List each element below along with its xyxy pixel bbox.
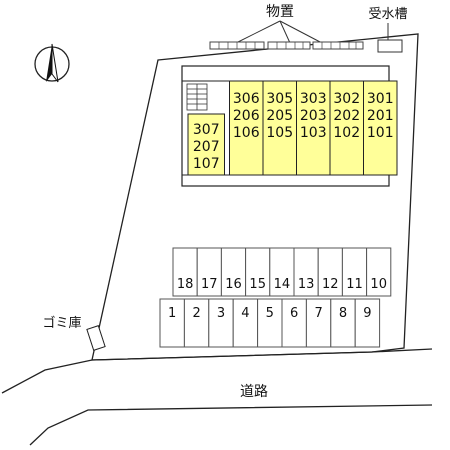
unit-number: 205 [266,108,293,124]
storage-pointer-lines [235,20,323,44]
parking-number: 13 [298,277,315,292]
unit-number: 306 [233,91,260,107]
garbage-storage [86,325,106,351]
parking-number: 16 [225,277,242,292]
parking-number: 12 [322,277,339,292]
water-tank-label: 受水槽 [368,7,407,22]
parking-space: 10 [366,247,392,297]
parking-number: 17 [201,277,218,292]
apartment-building: 3072071073062061063052051053032031033022… [181,65,398,187]
parking-number: 4 [241,306,249,321]
unit-number: 102 [333,125,360,141]
unit-number: 305 [266,91,293,107]
parking-space: 4 [232,298,259,348]
unit-number: 206 [233,108,260,124]
road-edge-north [1,348,433,394]
parking-front-row: 1 2 3 4 5 6 7 8 9 [159,298,381,348]
unit-number: 307 [193,122,220,138]
unit-number: 101 [367,125,394,141]
parking-number: 7 [314,306,322,321]
unit-number: 203 [300,108,327,124]
parking-space: 7 [305,298,332,348]
unit-number: 302 [333,91,360,107]
road-edge-south [29,404,433,446]
parking-number: 9 [363,306,371,321]
parking-space: 5 [257,298,283,348]
road-label: 道路 [240,384,268,400]
parking-space: 8 [330,298,356,348]
parking-number: 15 [249,277,266,292]
parking-number: 2 [192,306,200,321]
parking-space: 3 [208,298,234,348]
unit-number: 301 [367,91,394,107]
stairwell [186,83,208,111]
parking-number: 8 [339,306,347,321]
unit-number: 107 [193,156,220,172]
unit-number: 303 [300,91,327,107]
parking-space: 16 [220,247,247,297]
parking-number: 14 [274,277,291,292]
parking-space: 14 [269,247,295,297]
parking-space: 6 [281,298,307,348]
unit-number: 207 [193,139,220,155]
unit-number: 103 [300,125,327,141]
parking-back-row: 18 17 16 15 14 13 12 11 10 [172,247,392,297]
parking-number: 18 [177,277,194,292]
parking-number: 5 [266,306,274,321]
garbage-storage-label: ゴミ庫 [42,315,81,331]
parking-number: 11 [346,277,363,292]
parking-number: 10 [370,277,387,292]
parking-space: 1 [159,298,185,348]
storage-label: 物置 [266,4,294,20]
parking-number: 3 [217,306,225,321]
unit-number: 105 [266,125,293,141]
parking-number: 6 [290,306,298,321]
water-tank [377,39,403,53]
parking-number: 1 [168,306,176,321]
parking-space: 12 [317,247,343,297]
parking-space: 15 [245,247,271,297]
north-arrow-icon [34,43,70,83]
unit-number: 106 [233,125,260,141]
parking-space: 2 [183,298,210,348]
storage-sheds [209,41,364,50]
unit-number: 201 [367,108,394,124]
parking-space: 13 [293,247,319,297]
parking-space: 18 [172,247,198,297]
unit-number: 202 [333,108,360,124]
parking-space: 17 [196,247,222,297]
parking-space: 11 [341,247,368,297]
parking-space: 9 [354,298,381,348]
